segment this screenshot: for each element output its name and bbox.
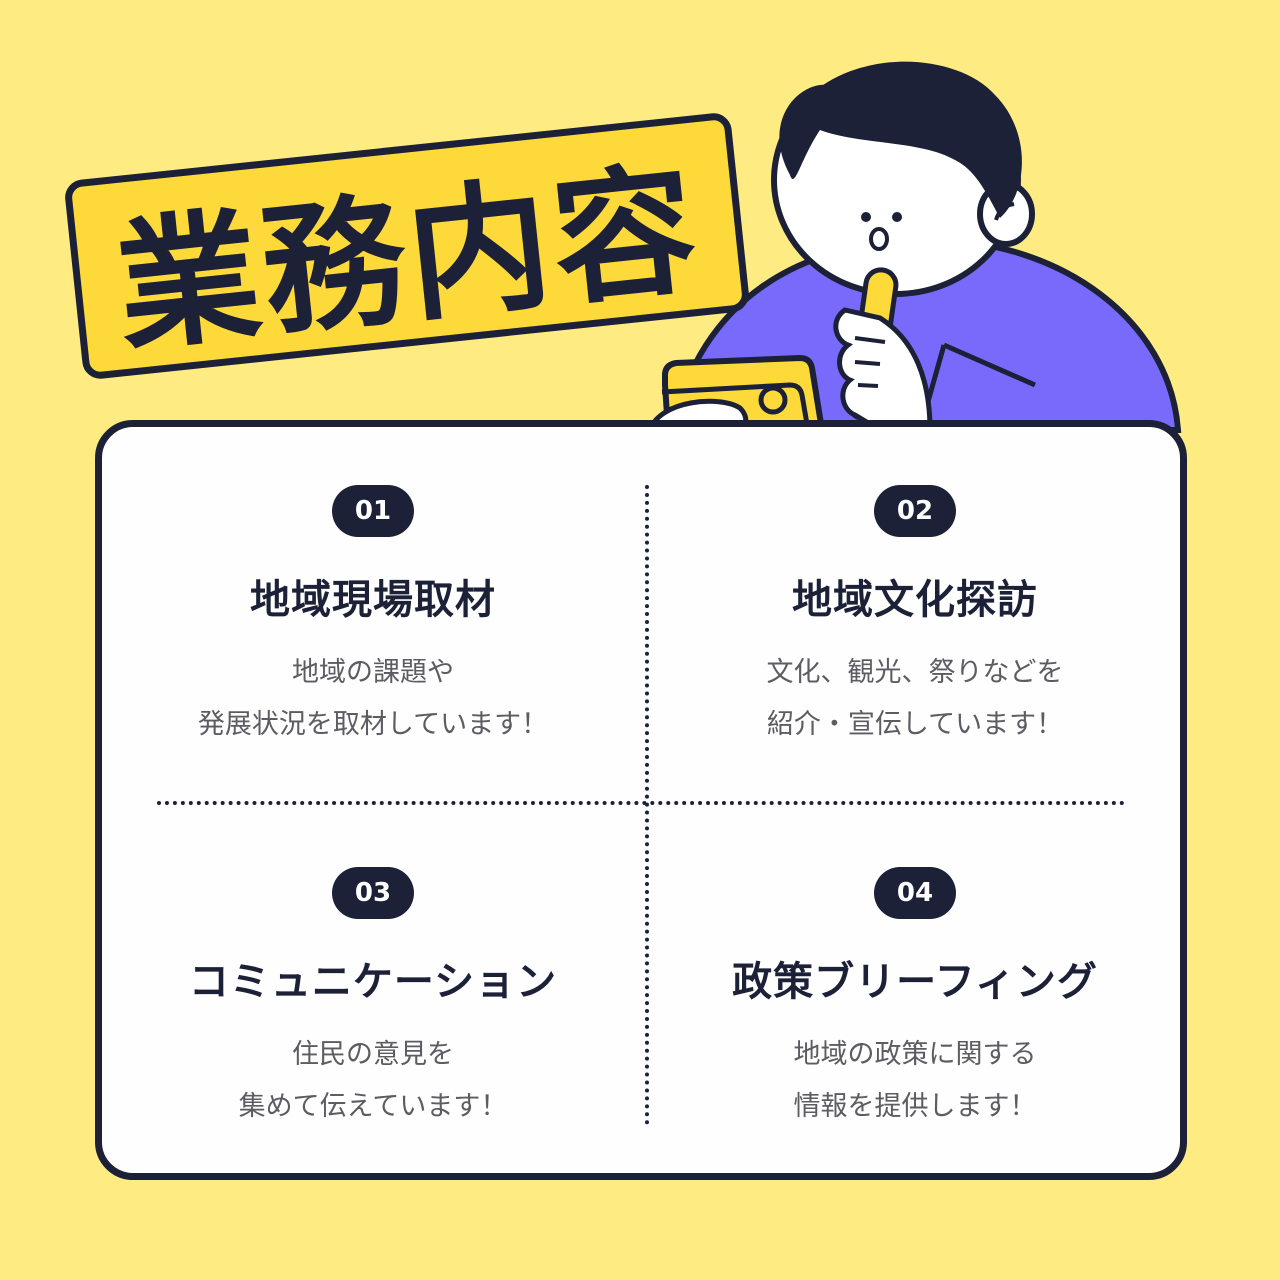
person-illustration [646,61,1182,433]
service-description: 文化、観光、祭りなどを 紹介・宣伝しています！ [767,647,1064,751]
description-line: 情報を提供します！ [793,1091,1037,1122]
service-item-4: 04 政策ブリーフィング 地域の政策に関する 情報を提供します！ [675,867,1155,1133]
services-card: 01 地域現場取材 地域の課題や 発展状況を取材しています！ 02 地域文化探訪… [95,420,1187,1180]
description-line: 紹介・宣伝しています！ [766,709,1064,740]
description-line: 地域の政策に関する [793,1039,1037,1070]
service-description: 地域の課題や 発展状況を取材しています！ [198,647,548,751]
service-heading: 地域文化探訪 [792,577,1038,623]
description-line: 文化、観光、祭りなどを [766,657,1064,688]
description-line: 地域の課題や [291,657,454,688]
vertical-divider [645,485,649,1125]
service-description: 地域の政策に関する 情報を提供します！ [794,1029,1037,1133]
service-item-1: 01 地域現場取材 地域の課題や 発展状況を取材しています！ [133,485,613,751]
description-line: 集めて伝えています！ [238,1091,508,1122]
service-item-2: 02 地域文化探訪 文化、観光、祭りなどを 紹介・宣伝しています！ [675,485,1155,751]
description-line: 住民の意見を [292,1039,454,1070]
service-heading: 地域現場取材 [250,577,496,623]
service-description: 住民の意見を 集めて伝えています！ [239,1029,508,1133]
description-line: 発展状況を取材しています！ [197,709,549,740]
number-badge: 03 [332,867,414,919]
service-heading: コミュニケーション [188,959,558,1005]
number-badge: 04 [874,867,956,919]
number-badge: 02 [874,485,956,537]
service-heading: 政策ブリーフィング [732,959,1098,1005]
number-badge: 01 [332,485,414,537]
horizontal-divider [157,801,1125,805]
service-item-3: 03 コミュニケーション 住民の意見を 集めて伝えています！ [133,867,613,1133]
